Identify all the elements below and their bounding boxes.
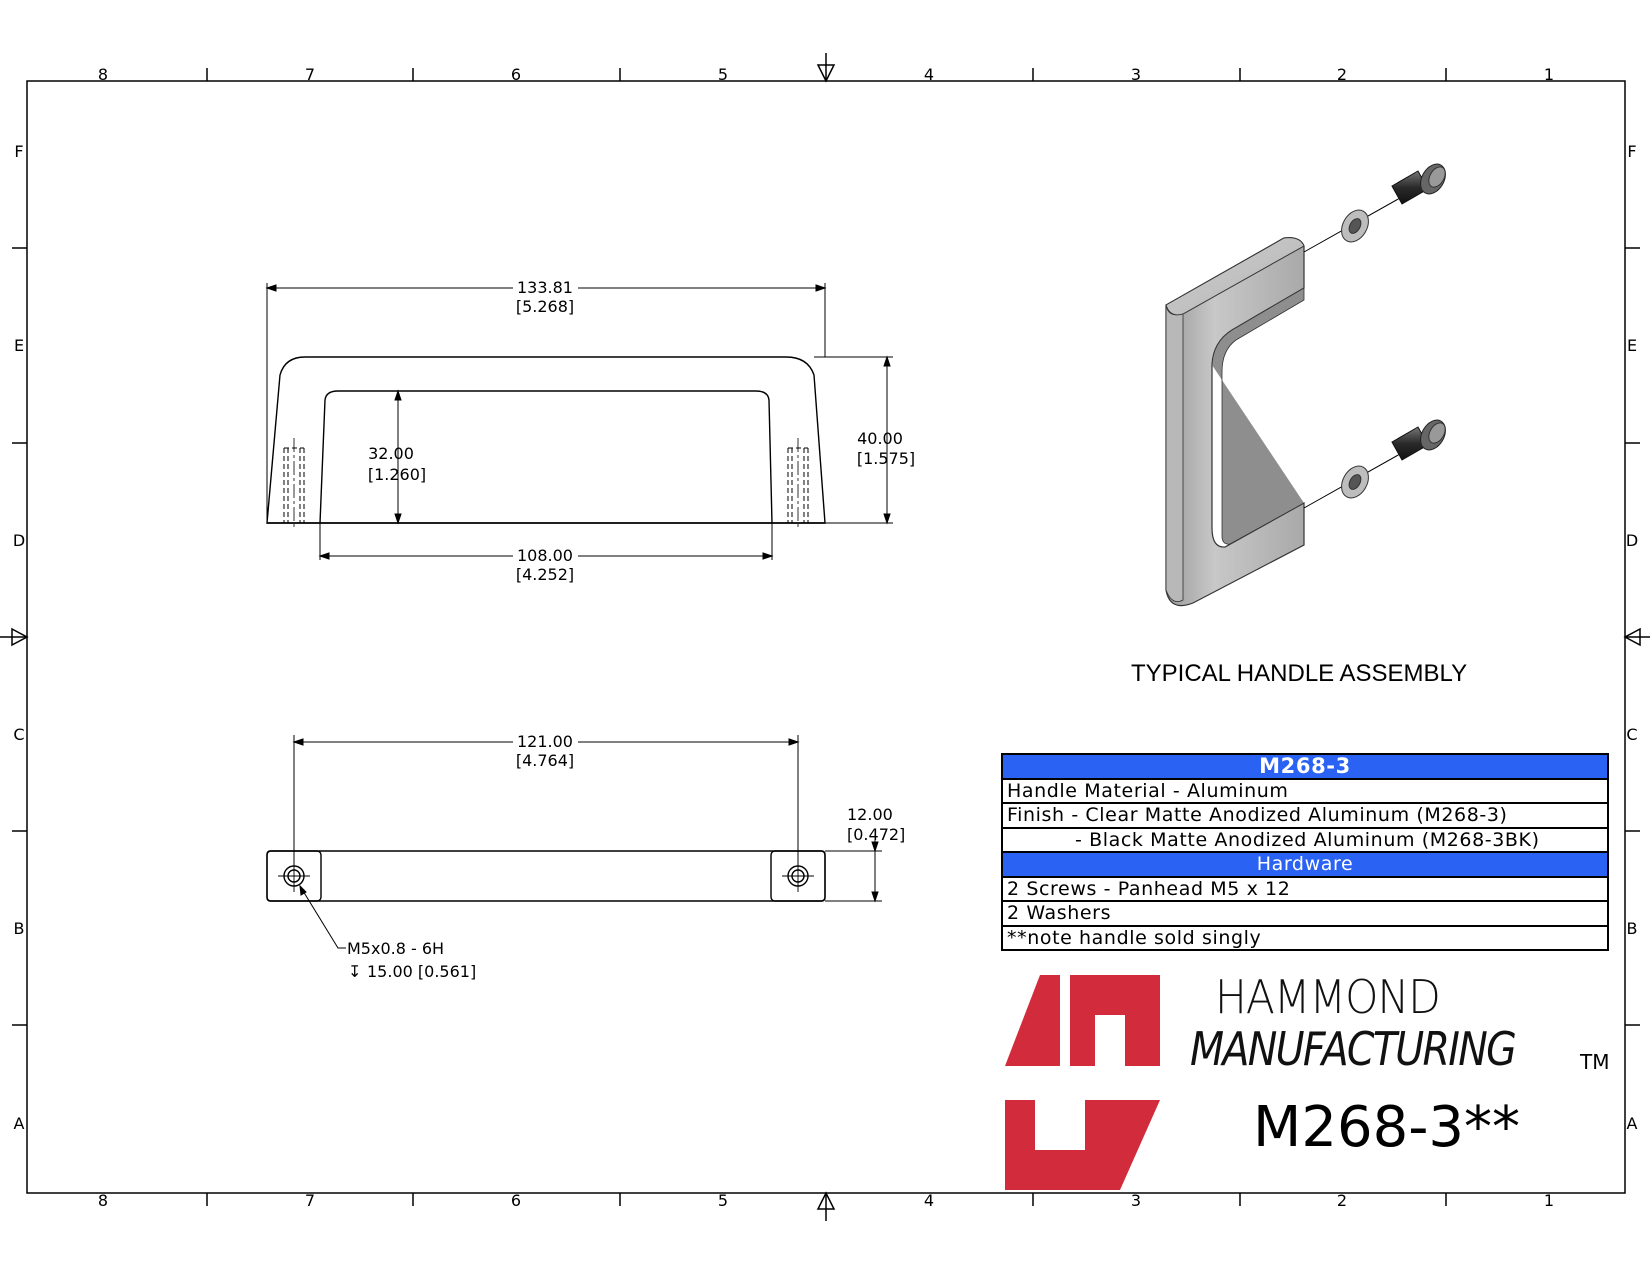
row-label: F — [1627, 142, 1636, 161]
row-labels-right: F E D C B A — [1626, 142, 1638, 1133]
col-label: 1 — [1544, 65, 1554, 84]
row-label: D — [13, 531, 25, 550]
col-label: 6 — [511, 1191, 521, 1210]
front-view-dim-text: 133.81 [5.268] 32.00 [1.260] 40.00 [1.57… — [368, 278, 915, 584]
front-view-dimensions — [265, 283, 893, 560]
row-label: C — [13, 725, 24, 744]
dim-overall-width-in: [5.268] — [516, 297, 574, 316]
col-label: 2 — [1337, 1191, 1347, 1210]
spec-row-material: Handle Material - Aluminum — [1001, 777, 1609, 804]
spec-table: M268-3 Handle Material - Aluminum Finish… — [1001, 753, 1609, 951]
col-label: 2 — [1337, 65, 1347, 84]
col-label: 5 — [718, 65, 728, 84]
dim-hole-spacing: 121.00 — [517, 732, 573, 751]
row-label: D — [1626, 531, 1638, 550]
spec-row-screws: 2 Screws - Panhead M5 x 12 — [1001, 875, 1609, 902]
dim-thickness: 12.00 — [847, 805, 893, 824]
dim-thickness-in: [0.472] — [847, 825, 905, 844]
zone-ticks — [12, 68, 1640, 1206]
row-label: B — [14, 919, 25, 938]
col-label: 5 — [718, 1191, 728, 1210]
col-label: 3 — [1131, 1191, 1141, 1210]
brand-name-line2: MANUFACTURING — [1190, 1022, 1517, 1076]
thread-callout: M5x0.8 - 6H — [347, 939, 444, 958]
row-label: A — [14, 1114, 25, 1133]
row-label: A — [1627, 1114, 1638, 1133]
dim-inner-width: 108.00 — [517, 546, 573, 565]
col-label: 3 — [1131, 65, 1141, 84]
row-label: E — [14, 336, 24, 355]
dim-overall-height-in: [1.575] — [857, 449, 915, 468]
row-label: E — [1627, 336, 1637, 355]
row-label: C — [1626, 725, 1637, 744]
spec-table-title: M268-3 — [1001, 753, 1609, 780]
assembly-isometric — [1165, 163, 1446, 607]
dim-inner-height: 32.00 — [368, 444, 414, 463]
col-label: 4 — [924, 1191, 934, 1210]
dim-inner-width-in: [4.252] — [516, 565, 574, 584]
row-label: B — [1627, 919, 1638, 938]
dim-overall-width: 133.81 — [517, 278, 573, 297]
hammond-logo — [1005, 975, 1160, 1190]
thread-depth-symbol: ↧ — [348, 962, 361, 981]
spec-row-finish: Finish - Clear Matte Anodized Aluminum (… — [1001, 802, 1609, 829]
centering-marks — [0, 53, 1650, 1221]
trademark: TM — [1580, 1050, 1610, 1074]
dim-hole-spacing-in: [4.764] — [516, 751, 574, 770]
col-label: 4 — [924, 65, 934, 84]
handle-top-view — [266, 850, 826, 902]
spec-hardware-header: Hardware — [1001, 851, 1609, 878]
thread-depth: 15.00 [0.561] — [367, 962, 476, 981]
column-labels-top: 8 7 6 5 4 3 2 1 — [98, 65, 1554, 84]
dim-inner-height-in: [1.260] — [368, 465, 426, 484]
assembly-title: TYPICAL HANDLE ASSEMBLY — [1131, 660, 1468, 687]
handle-inner-outline — [319, 390, 773, 524]
handle-outer-outline — [266, 356, 826, 524]
col-label: 6 — [511, 65, 521, 84]
brand-name-line1: HAMMOND — [1215, 970, 1441, 1024]
dim-overall-height: 40.00 — [857, 429, 903, 448]
washer-bottom — [1341, 465, 1369, 499]
top-view-dimensions — [292, 735, 882, 949]
col-label: 1 — [1544, 1191, 1554, 1210]
spec-row-finish-alt: - Black Matte Anodized Aluminum (M268-3B… — [1001, 826, 1609, 853]
row-label: F — [14, 142, 23, 161]
top-view-dim-text: 121.00 [4.764] 12.00 [0.472] M5x0.8 - 6H… — [347, 732, 905, 981]
part-number: M268-3** — [1253, 1095, 1521, 1160]
row-labels-left: F E D C B A — [13, 142, 25, 1133]
col-label: 7 — [305, 1191, 315, 1210]
spec-row-washers: 2 Washers — [1001, 900, 1609, 927]
spec-row-note: **note handle sold singly — [1001, 924, 1609, 951]
col-label: 8 — [98, 65, 108, 84]
washer-top — [1341, 209, 1369, 243]
handle-front-view — [266, 356, 826, 530]
col-label: 8 — [98, 1191, 108, 1210]
screw-bottom — [1391, 419, 1446, 461]
column-labels-bottom: 8 7 6 5 4 3 2 1 — [98, 1191, 1554, 1210]
screw-top — [1391, 163, 1446, 205]
col-label: 7 — [305, 65, 315, 84]
